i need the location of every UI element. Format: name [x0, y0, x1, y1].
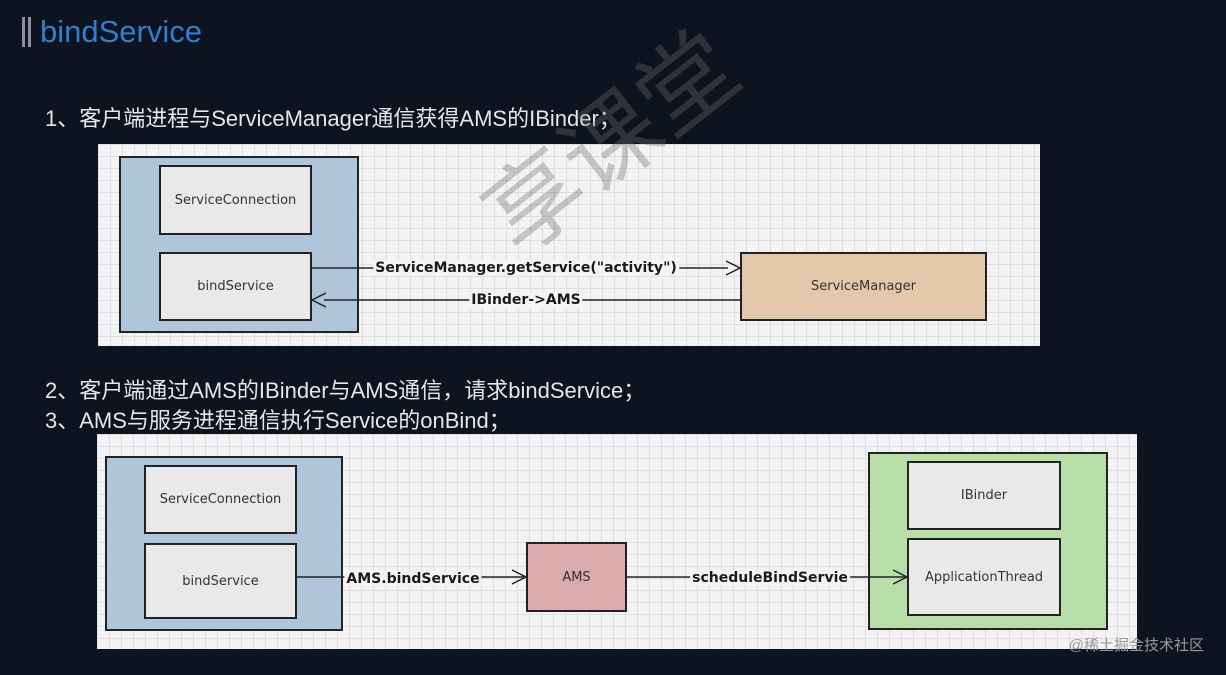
diagram-1: ServiceConnection bindService ServiceMan…: [98, 144, 1040, 346]
slide-title: bindService: [40, 14, 202, 49]
schedule-bind-service-arrow-label: scheduleBindServie: [690, 570, 850, 586]
diagram-2-arrows: [297, 569, 909, 585]
service-manager-box: ServiceManager: [740, 252, 987, 321]
ibinder-ams-arrow-label: IBinder->AMS: [469, 292, 583, 308]
ibinder-box: IBinder: [907, 461, 1061, 530]
footer-credit: @稀土掘金技术社区: [1068, 637, 1204, 654]
title-accent-bar: [22, 17, 34, 47]
diagram-2: ServiceConnection bindService AMS IBinde…: [97, 434, 1137, 649]
step-2-text: 2、客户端通过AMS的IBinder与AMS通信，请求bindService；: [45, 378, 646, 403]
step-3-text: 3、AMS与服务进程通信执行Service的onBind；: [45, 408, 511, 433]
application-thread-box: ApplicationThread: [907, 538, 1061, 616]
service-connection-box-2: ServiceConnection: [144, 465, 297, 534]
step-1-text: 1、客户端进程与ServiceManager通信获得AMS的IBinder；: [45, 106, 621, 131]
get-service-arrow-label: ServiceManager.getService("activity"): [373, 260, 679, 276]
ams-bind-service-arrow-label: AMS.bindService: [344, 571, 482, 587]
diagram-1-arrows: [310, 260, 742, 308]
bind-service-box-2: bindService: [144, 543, 297, 619]
service-connection-box: ServiceConnection: [159, 165, 312, 235]
bind-service-box: bindService: [159, 252, 312, 321]
